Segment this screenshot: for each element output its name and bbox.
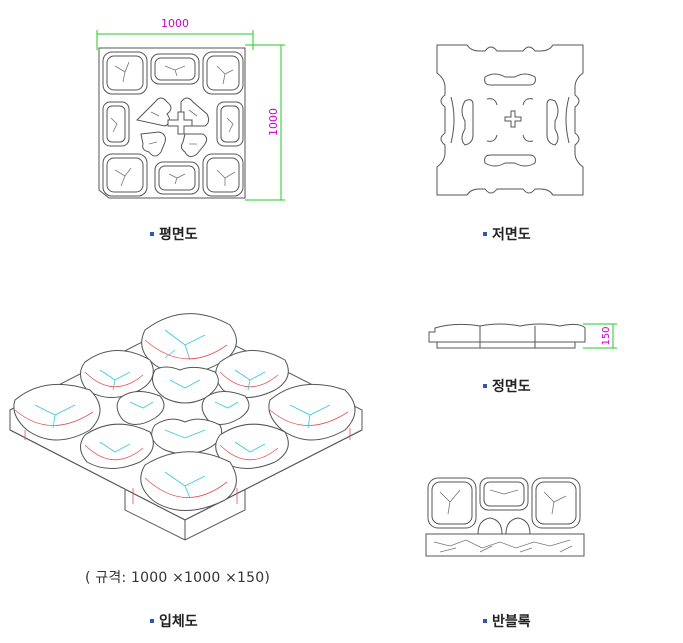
plan-view-drawing: 1000 1000 xyxy=(96,17,285,201)
bottom-view-caption-text: 저면도 xyxy=(492,227,531,243)
front-height-dimension: 150 xyxy=(601,326,612,345)
bottom-outline xyxy=(436,44,584,196)
front-body xyxy=(428,323,586,349)
half-block-view xyxy=(420,472,590,562)
iso-hatch xyxy=(34,329,331,499)
bullet-icon xyxy=(150,232,154,236)
plan-stones xyxy=(102,51,244,197)
bullet-icon xyxy=(483,232,487,236)
half-block-stones xyxy=(425,477,585,557)
half-block-caption: 반블록 xyxy=(483,611,531,631)
plan-dimensions xyxy=(96,30,285,201)
half-block-caption-text: 반블록 xyxy=(492,614,531,630)
plan-cracks xyxy=(110,61,236,187)
front-view-caption: 정면도 xyxy=(483,376,531,396)
plan-outline xyxy=(98,47,246,199)
plan-height-dimension: 1000 xyxy=(267,108,280,136)
bottom-features xyxy=(450,73,570,167)
bottom-view-drawing xyxy=(436,44,584,196)
half-block-drawing xyxy=(425,477,585,557)
iso-view-caption-text: 입체도 xyxy=(159,614,198,630)
bullet-icon xyxy=(483,619,487,623)
bottom-view xyxy=(425,35,595,210)
bullet-icon xyxy=(483,384,487,388)
iso-stones xyxy=(13,313,356,511)
iso-view-caption: 입체도 xyxy=(150,611,198,631)
front-view-caption-text: 정면도 xyxy=(492,379,531,395)
front-dimension-lines xyxy=(583,323,617,349)
plan-view-caption-text: 평면도 xyxy=(159,227,198,243)
plan-view-caption: 평면도 xyxy=(150,224,198,244)
isometric-view-drawing xyxy=(9,313,363,541)
isometric-view xyxy=(5,290,370,555)
plan-width-dimension: 1000 xyxy=(161,17,189,30)
half-block-cracks xyxy=(433,489,573,553)
plan-view: 1000 1000 xyxy=(85,10,300,210)
iso-edge-lines xyxy=(14,339,351,504)
front-view-drawing: 150 xyxy=(428,323,617,349)
front-view: 150 xyxy=(425,318,625,358)
bottom-view-caption: 저면도 xyxy=(483,224,531,244)
iso-spec-text: ( 규격: 1000 ×1000 ×150) xyxy=(85,570,271,586)
bullet-icon xyxy=(150,619,154,623)
